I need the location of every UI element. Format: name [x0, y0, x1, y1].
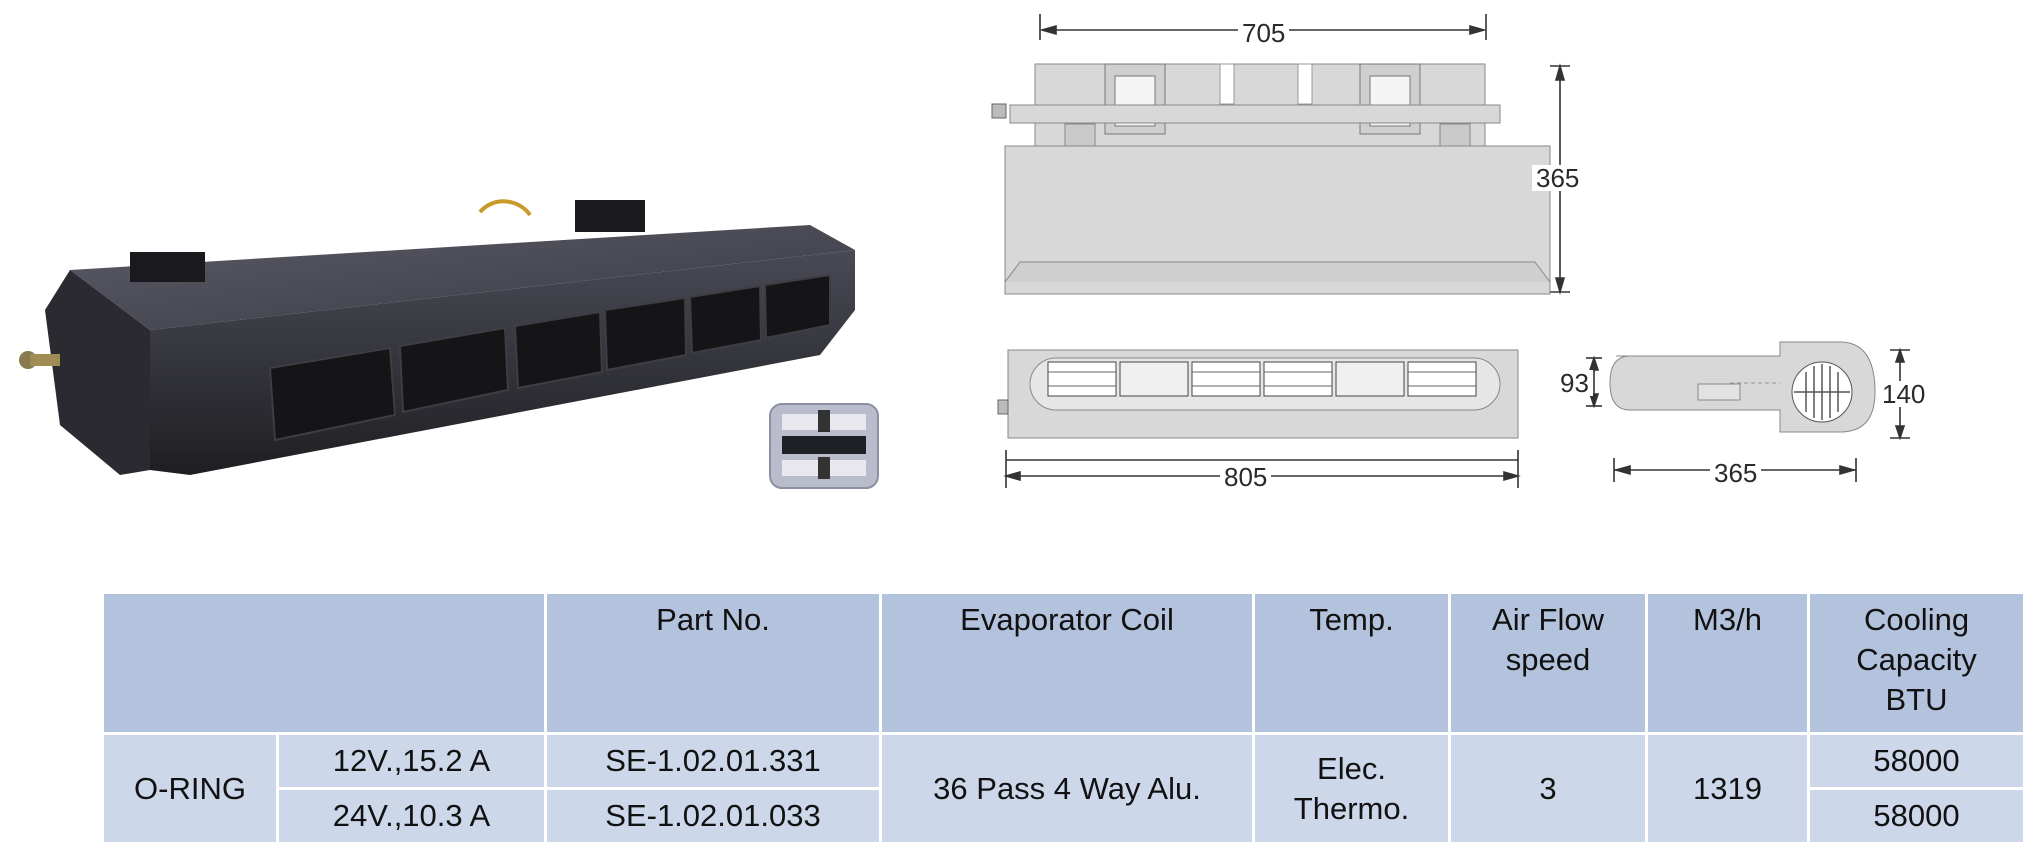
cell-temp: Elec. Thermo.: [1255, 735, 1448, 842]
cell-part-no: SE-1.02.01.033: [547, 790, 879, 842]
dim-side-width: 365: [1710, 460, 1762, 486]
dim-front-width: 805: [1220, 464, 1272, 490]
cell-power: 24V.,10.3 A: [279, 790, 544, 842]
header-cooling: Cooling Capacity BTU: [1810, 594, 2023, 732]
header-blank: [104, 594, 544, 732]
cell-cooling: 58000: [1810, 735, 2023, 787]
table-row: O-RING 12V.,15.2 A SE-1.02.01.331 36 Pas…: [104, 735, 2023, 842]
top-view: [991, 63, 1551, 295]
cell-evaporator-coil: 36 Pass 4 Way Alu.: [882, 735, 1252, 842]
header-part-no: Part No.: [547, 594, 879, 732]
table-row: 24V.,10.3 A SE-1.02.01.033 58000: [104, 790, 2023, 842]
header-m3h: M3/h: [1648, 594, 1807, 732]
dim-top-height: 365: [1532, 165, 1584, 191]
cell-m3h: 1319: [1648, 735, 1807, 842]
header-evaporator-coil: Evaporator Coil: [882, 594, 1252, 732]
louvres: [268, 273, 831, 442]
dim-side-height-outer: 140: [1878, 381, 1930, 407]
cell-cooling: 58000: [1810, 790, 2023, 842]
spec-table: Part No. Evaporator Coil Temp. Air Flow …: [101, 591, 2026, 845]
cell-part-no: SE-1.02.01.331: [547, 735, 879, 787]
table-header-row: Part No. Evaporator Coil Temp. Air Flow …: [104, 594, 2023, 732]
front-view: [997, 349, 1519, 439]
technical-drawings: 705 365 805 93 140 365: [980, 0, 2044, 500]
dim-side-height-inner: 93: [1556, 370, 1593, 396]
side-view: [1609, 341, 1876, 433]
dim-top-width: 705: [1238, 20, 1290, 46]
header-air-flow: Air Flow speed: [1451, 594, 1645, 732]
header-temp: Temp.: [1255, 594, 1448, 732]
controller-panel: [769, 403, 879, 489]
cell-model: O-RING: [104, 735, 276, 842]
product-photo: [19, 199, 855, 475]
cell-air-flow: 3: [1451, 735, 1645, 842]
cell-power: 12V.,15.2 A: [279, 735, 544, 787]
